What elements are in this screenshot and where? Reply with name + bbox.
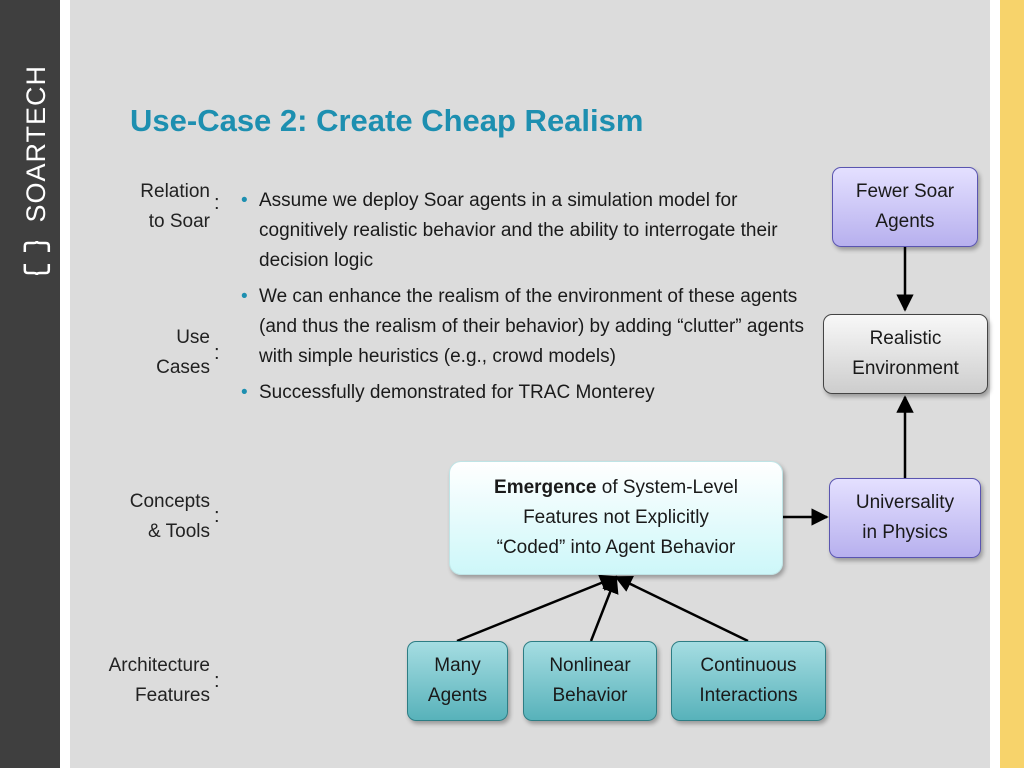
right-divider xyxy=(990,0,1000,768)
row-label-line: to Soar xyxy=(148,211,210,232)
box-line: in Physics xyxy=(862,522,948,543)
fewer-soar-agents-box: Fewer Soar Agents xyxy=(832,167,978,247)
box-line: Agents xyxy=(427,685,488,706)
box-line: Nonlinear xyxy=(549,655,631,676)
emergence-box: Emergence of System-Level Features not E… xyxy=(449,461,783,575)
box-line: Interactions xyxy=(699,685,798,706)
bullet-list: Assume we deploy Soar agents in a simula… xyxy=(240,186,820,414)
accent-bar xyxy=(1000,0,1024,768)
brand-sidebar: SOARTECH xyxy=(0,0,60,768)
row-label-line: Use xyxy=(176,327,210,348)
row-colon: : xyxy=(214,192,220,214)
row-label-concepts: Concepts & Tools xyxy=(130,487,210,547)
row-label-line: Concepts xyxy=(129,491,210,512)
box-line: “Coded” into Agent Behavior xyxy=(496,537,736,558)
box-line: Agents xyxy=(875,211,935,232)
row-label-architecture: Architecture Features xyxy=(109,651,210,711)
box-line: Realistic xyxy=(869,328,942,349)
row-label-use-cases: Use Cases xyxy=(156,323,210,383)
arrow-many-agents-to-emergence xyxy=(456,574,618,643)
box-line: Environment xyxy=(852,358,959,379)
row-label-line: Architecture xyxy=(108,655,210,676)
bullet-item: Successfully demonstrated for TRAC Monte… xyxy=(240,378,820,408)
bullet-item: We can enhance the realism of the enviro… xyxy=(240,282,820,372)
box-line: Fewer Soar xyxy=(855,181,955,202)
box-line: Continuous xyxy=(700,655,797,676)
row-colon: : xyxy=(214,505,220,527)
sidebar-divider xyxy=(60,0,70,768)
slide-title: Use-Case 2: Create Cheap Realism xyxy=(130,103,644,138)
row-colon: : xyxy=(214,342,220,364)
brand-logo: SOARTECH xyxy=(20,65,52,276)
brace-icon xyxy=(23,241,50,276)
arrow-continuous-to-emergence xyxy=(614,575,749,643)
many-agents-box: Many Agents xyxy=(407,641,508,721)
row-label-line: & Tools xyxy=(148,521,210,542)
box-line-rest: of System-Level xyxy=(596,477,738,498)
box-line: Emergence of System-Level xyxy=(494,473,738,503)
arrow-nonlinear-to-emergence xyxy=(589,575,619,642)
universality-in-physics-box: Universality in Physics xyxy=(829,478,981,558)
box-line: Universality xyxy=(855,492,955,513)
emergence-term: Emergence xyxy=(494,477,597,498)
row-colon: : xyxy=(214,670,220,692)
box-line: Behavior xyxy=(552,685,628,706)
row-label-relation: Relation to Soar xyxy=(140,177,210,237)
row-label-line: Relation xyxy=(140,181,210,202)
continuous-interactions-box: Continuous Interactions xyxy=(671,641,826,721)
row-label-line: Features xyxy=(135,685,210,706)
nonlinear-behavior-box: Nonlinear Behavior xyxy=(523,641,657,721)
bullet-item: Assume we deploy Soar agents in a simula… xyxy=(240,186,820,276)
realistic-environment-box: Realistic Environment xyxy=(823,314,988,394)
row-label-line: Cases xyxy=(156,357,210,378)
box-line: Many xyxy=(434,655,481,676)
box-line: Features not Explicitly xyxy=(523,507,709,528)
